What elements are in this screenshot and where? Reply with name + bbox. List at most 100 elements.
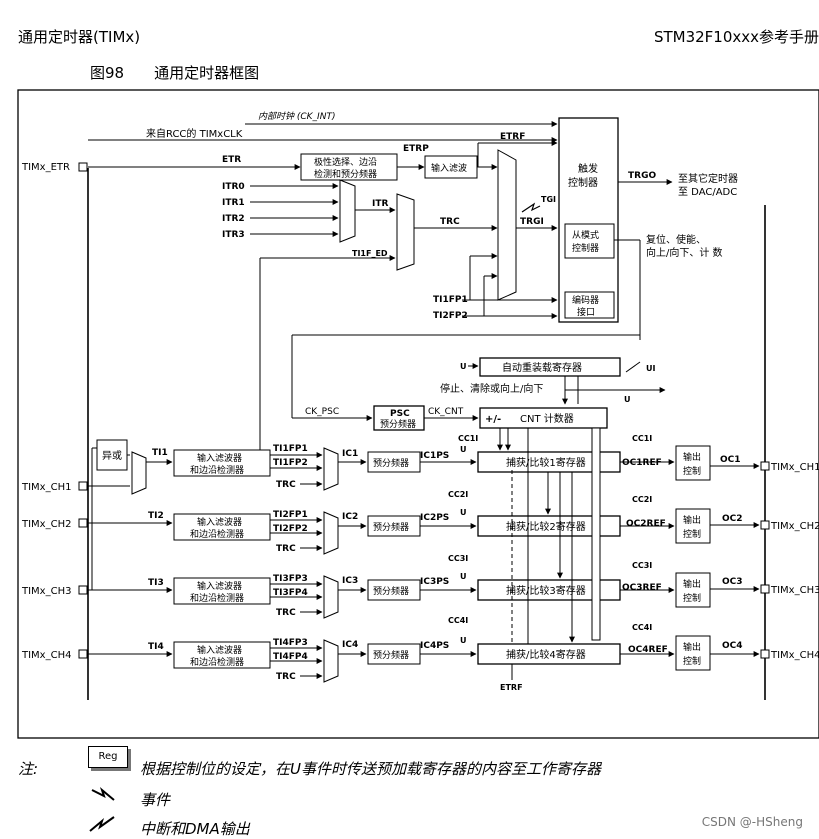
input-filter-ch3: 输入滤波器 和边沿检测器 <box>173 577 271 605</box>
diagram-label: 输出 <box>683 578 701 590</box>
diagram-label: TI1FP2 <box>273 458 308 468</box>
trigger-mux <box>497 149 517 301</box>
diagram-label: 捕获/比较3寄存器 <box>506 584 586 597</box>
input-filter-ch2: 输入滤波器 和边沿检测器 <box>173 513 271 541</box>
ck-psc-signal: CK_PSC <box>305 407 339 417</box>
diagram-label: U <box>460 572 467 581</box>
etrp-signal: ETRP <box>403 144 429 154</box>
stop-clear-label: 停止、清除或向上/向下 <box>440 382 543 395</box>
diagram-label: OC1REF <box>622 458 662 468</box>
pin-ch1: TIMx_CH1 <box>21 481 88 493</box>
diagram-label: TI2FP1 <box>273 510 308 520</box>
diagram-label: 和边沿检测器 <box>190 528 244 540</box>
diagram-label: 触发 <box>578 162 598 175</box>
etrf-bottom-signal: ETRF <box>500 683 523 692</box>
diagram-label: 输出 <box>683 514 701 526</box>
diagram-label: 异或 <box>102 450 122 462</box>
reg-legend-box: Reg <box>88 746 128 768</box>
ti1fp1-signal: TI1FP1 <box>433 295 468 305</box>
rcc-clock-label: 来自RCC的 TIMxCLK <box>146 127 243 140</box>
diagram-label: OC3 <box>722 577 743 587</box>
diagram-label: 控制器 <box>568 176 598 189</box>
pin-ch4: TIMx_CH4 <box>21 649 88 661</box>
pin-ch2: TIMx_CH2 <box>21 518 88 530</box>
pin-out-ch3: TIMx_CH3 <box>760 584 819 596</box>
channel-3-path: TI3FP3 TI3FP4 TRC IC3 预分频器 IC3PS <box>270 574 477 619</box>
diagram-label: IC2 <box>342 512 358 522</box>
diagram-label: IC3PS <box>420 577 449 587</box>
watermark: CSDN @-HSheng <box>701 815 803 829</box>
diagram-label: 和边沿检测器 <box>190 592 244 604</box>
diagram-label: TIMx_CH1 <box>21 482 71 493</box>
diagram-label: 控制 <box>683 592 701 604</box>
diagram-label: CC4I <box>448 616 468 625</box>
itr2-signal: ITR2 <box>222 214 245 224</box>
ck-cnt-signal: CK_CNT <box>428 407 464 417</box>
diagram-label: TRC <box>276 672 296 682</box>
ti1-mux <box>131 451 147 495</box>
pin-ch3: TIMx_CH3 <box>21 585 88 597</box>
diagram-label: 捕获/比较1寄存器 <box>506 456 586 469</box>
channel-1-path: TI1FP1 TI1FP2 TRC IC1 预分频器 IC1PS <box>270 444 477 491</box>
diagram-label: OC4 <box>722 641 743 651</box>
diagram-label: +/- <box>485 414 501 425</box>
diagram-label: 输入滤波器 <box>197 580 242 592</box>
figure-caption: 图98 通用定时器框图 <box>90 64 260 82</box>
diagram-label: 和边沿检测器 <box>190 656 244 668</box>
diagram-label: CNT 计数器 <box>520 412 574 425</box>
diagram-label: 控制器 <box>572 242 599 254</box>
diagram-label: IC1 <box>342 449 358 459</box>
diagram-label: OC2 <box>722 514 743 524</box>
encoder-interface-block <box>564 291 615 319</box>
diagram-label: TIMx_CH2 <box>21 519 71 530</box>
trgo-signal: TRGO <box>628 171 656 181</box>
diagram-label: IC4PS <box>420 641 449 651</box>
diagram-label: TIMx_CH3 <box>21 586 71 597</box>
diagram-label: 输出 <box>683 451 701 463</box>
diagram-label: IC1PS <box>420 451 449 461</box>
diagram-label: TIMx_CH3 <box>770 585 819 596</box>
channel-4-path: TI4FP3 TI4FP4 TRC IC4 预分频器 IC4PS <box>270 638 477 683</box>
itr1-signal: ITR1 <box>222 198 245 208</box>
diagram-label: CC3I <box>448 554 468 563</box>
interrupt-dma-icon <box>89 816 115 832</box>
diagram-label: OC2REF <box>626 519 666 529</box>
diagram-label: 输入滤波器 <box>197 644 242 656</box>
diagram-label: 控制 <box>683 528 701 540</box>
diagram-label: CC3I <box>632 561 652 570</box>
ti1f-ed-signal: TI1F_ED <box>352 249 388 258</box>
compare-bus <box>591 427 601 641</box>
event-icon <box>91 786 115 801</box>
diagram-label: U <box>624 395 631 404</box>
diagram-label: U <box>460 362 467 371</box>
diagram-label: 从模式 <box>572 229 599 241</box>
diagram-label: TIMx_CH2 <box>770 521 819 532</box>
notes-label: 注: <box>18 760 39 778</box>
header-manual-title: STM32F10xxx参考手册 <box>653 28 819 46</box>
capture-compare-3: 捕获/比较3寄存器 CC3I U CC3I OC3REF 输出 控制 OC3 <box>448 554 760 608</box>
diagram-label: 输入滤波器 <box>197 516 242 528</box>
diagram-label: CC4I <box>632 623 652 632</box>
diagram-label: OC1 <box>720 455 741 465</box>
diagram-label: TI4FP4 <box>273 652 308 662</box>
diagram-label: TRC <box>276 608 296 618</box>
diagram-label: U <box>460 508 467 517</box>
diagram-label: 预分频器 <box>373 649 409 661</box>
diagram-label: 预分频器 <box>380 418 416 430</box>
diagram-label: U <box>460 445 467 454</box>
ti2-signal: TI2 <box>148 511 164 521</box>
ti3-signal: TI3 <box>148 578 164 588</box>
diagram-label: 向上/向下、计 数 <box>646 246 723 259</box>
diagram-label: 预分频器 <box>373 521 409 533</box>
itr-mux <box>339 179 356 243</box>
diagram-label: 预分频器 <box>373 585 409 597</box>
diagram-label: 控制 <box>683 465 701 477</box>
diagram-label: OC3REF <box>622 583 662 593</box>
cnt-counter-block <box>479 407 608 429</box>
diagram-label: CC2I <box>632 495 652 504</box>
itr3-signal: ITR3 <box>222 230 245 240</box>
itr0-signal: ITR0 <box>222 182 245 192</box>
diagram-label: CC1I <box>458 434 478 443</box>
diagram-label: TRC <box>276 544 296 554</box>
